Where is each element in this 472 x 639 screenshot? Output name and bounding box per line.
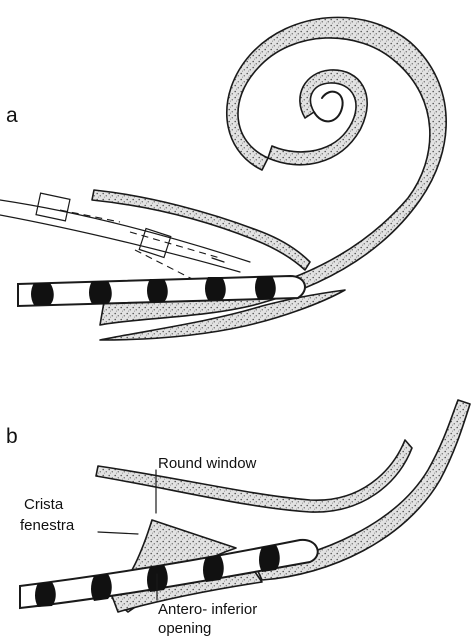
cochlea-apex [314,92,343,122]
panel-a-label: a [6,104,18,127]
antero-inferior-label-line1: Antero- inferior [158,601,257,618]
panel-b-label: b [6,425,18,448]
crista-fenestra-label-line2: fenestra [20,517,75,534]
round-window-membrane [96,440,412,512]
scala-upper-wall [92,190,310,270]
crista-fenestra-label-line1: Crista [24,496,64,513]
panel-b: b Round window Crista fenestra Antero- i… [6,400,470,637]
crista-leader [98,532,138,534]
antero-inferior-label-line2: opening [158,620,211,637]
panel-a: a [0,17,446,340]
round-window-label: Round window [158,455,257,472]
